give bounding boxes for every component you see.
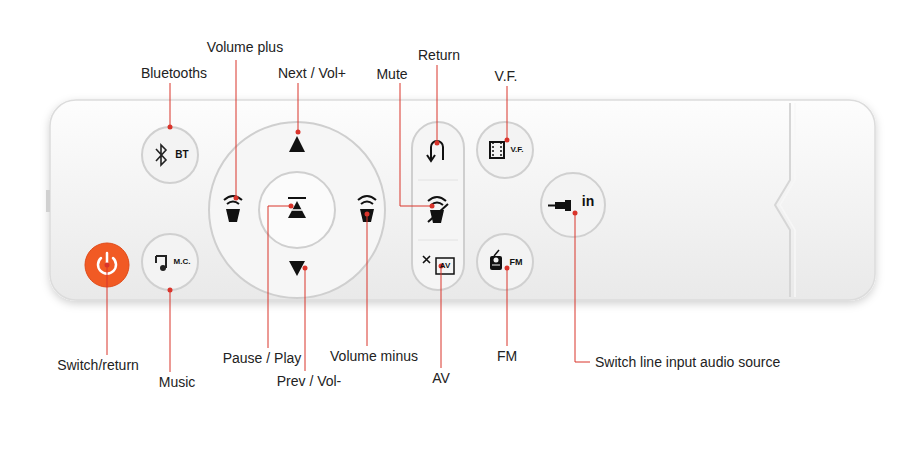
callout-label: Bluetooths [141, 66, 207, 80]
remote-button: V.F. [477, 122, 533, 178]
callout-label: AV [432, 371, 450, 385]
callout-label: Pause / Play [223, 351, 302, 365]
callout-label: V.F. [495, 69, 518, 83]
callout-label: Switch/return [57, 358, 139, 372]
button-label: AV [440, 262, 451, 270]
callout-label: Volume minus [330, 349, 418, 363]
callout-label: Next / Vol+ [278, 66, 346, 80]
remote-button: AV [436, 257, 454, 275]
button-label: FM [510, 258, 523, 267]
callout-label: FM [497, 349, 517, 363]
remote-button: M.C. [142, 234, 198, 290]
remote-button: FM [477, 234, 533, 290]
callout-label: Volume plus [207, 40, 283, 54]
button-label: BT [175, 150, 188, 160]
callout-label: Return [418, 48, 460, 62]
button-label: M.C. [174, 258, 191, 266]
callout-label: Prev / Vol- [277, 374, 342, 388]
callout-label: Switch line input audio source [595, 355, 780, 369]
remote-button: in [541, 173, 605, 237]
callout-label: Music [159, 375, 196, 389]
callout-label: Mute [376, 67, 407, 81]
button-label: in [582, 194, 594, 208]
button-label: V.F. [510, 146, 523, 154]
remote-button: BT [142, 127, 198, 183]
